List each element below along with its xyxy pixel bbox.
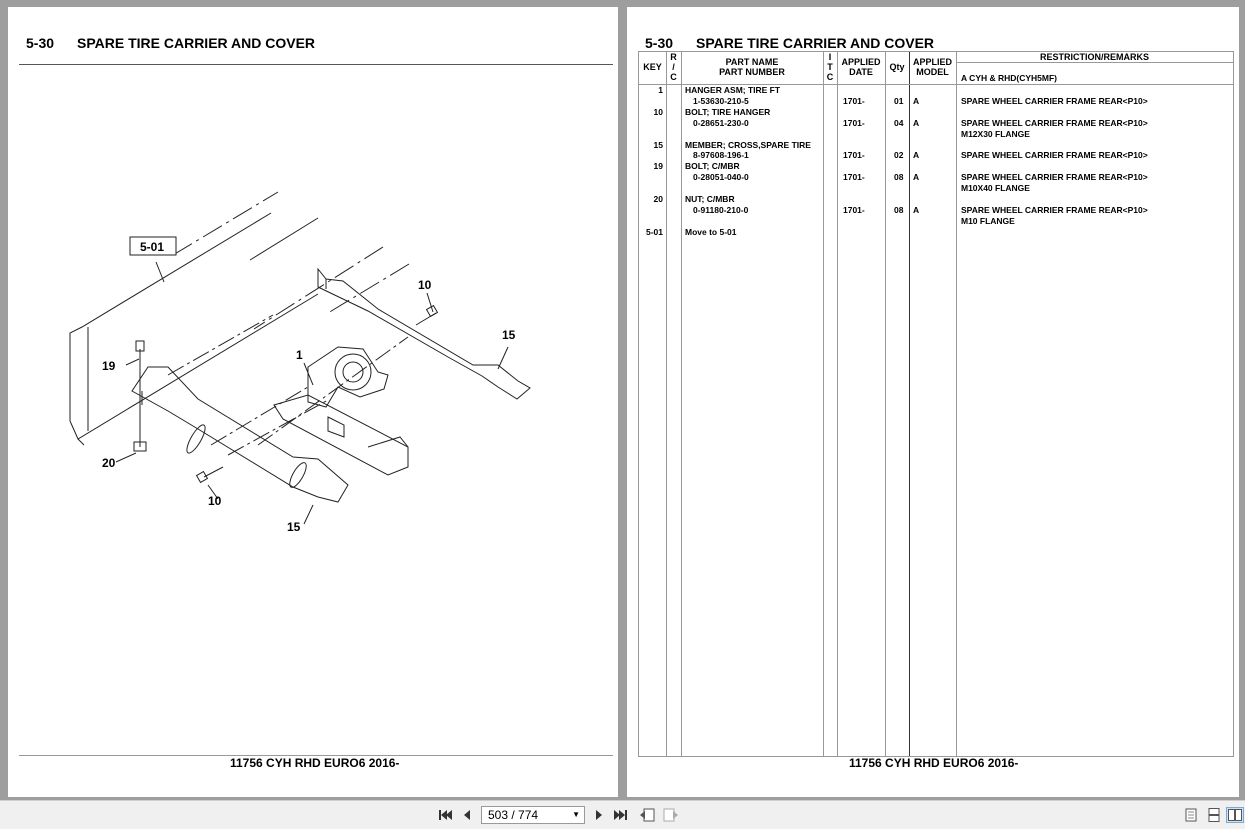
first-page-icon <box>439 810 452 820</box>
viewer-toolbar: 503 / 774 ▼ <box>0 800 1245 829</box>
next-view-icon <box>663 808 678 822</box>
row-remarks-2: M10 FLANGE <box>961 216 1015 226</box>
cross-member-left <box>131 366 349 503</box>
left-page-footer: 11756 CYH RHD EURO6 2016- <box>230 756 400 770</box>
row-part-name: BOLT; TIRE HANGER <box>685 107 771 117</box>
row-part-number: 8-97608-196-1 <box>693 150 749 160</box>
section-number: 5-30 <box>26 35 55 51</box>
row-key: 1 <box>658 85 663 95</box>
row-key: 10 <box>653 107 663 117</box>
row-qty: 04 <box>894 118 904 128</box>
row-qty: 08 <box>894 205 904 215</box>
row-part-number: 0-28051-040-0 <box>693 172 749 182</box>
left-page: 5-30 SPARE TIRE CARRIER AND COVER <box>8 7 618 797</box>
row-remarks-2: M10X40 FLANGE <box>961 183 1030 193</box>
page-number-select[interactable]: 503 / 774 ▼ <box>481 806 585 824</box>
row-remarks: SPARE WHEEL CARRIER FRAME REAR<P10> <box>961 172 1148 182</box>
callout-20: 20 <box>102 456 116 470</box>
next-page-icon <box>596 810 602 820</box>
section-title: SPARE TIRE CARRIER AND COVER <box>77 35 316 51</box>
facing-view-icon <box>1228 809 1242 821</box>
facing-view-button[interactable] <box>1226 807 1244 823</box>
row-part-name: Move to 5-01 <box>685 227 737 237</box>
next-view-button[interactable] <box>662 807 680 823</box>
header-rc: R/C <box>670 52 677 82</box>
row-part-name: BOLT; C/MBR <box>685 161 740 171</box>
row-key: 5-01 <box>645 227 663 237</box>
callout-19: 19 <box>102 359 116 373</box>
row-key: 15 <box>653 140 663 150</box>
row-qty: 08 <box>894 172 904 182</box>
row-qty: 01 <box>894 96 904 106</box>
row-qty: 02 <box>894 150 904 160</box>
last-page-icon <box>614 810 627 820</box>
section-number: 5-30 <box>645 35 674 51</box>
row-remarks: SPARE WHEEL CARRIER FRAME REAR<P10> <box>961 150 1148 160</box>
row-model: A <box>913 205 920 215</box>
callout-15-left: 15 <box>287 520 301 534</box>
row-part-name: NUT; C/MBR <box>685 194 735 204</box>
previous-page-icon <box>464 810 470 820</box>
row-model: A <box>913 118 920 128</box>
left-page-header: 5-30 SPARE TIRE CARRIER AND COVER <box>26 35 315 51</box>
row-part-number: 0-28651-230-0 <box>693 118 749 128</box>
row-model: A <box>913 96 920 106</box>
footer-rule <box>19 755 613 756</box>
row-applied-date: 1701- <box>843 150 865 160</box>
row-model: A <box>913 172 920 182</box>
row-applied-date: 1701- <box>843 118 865 128</box>
previous-page-button[interactable] <box>458 807 476 823</box>
single-page-view-icon <box>1185 808 1197 822</box>
callout-10-top: 10 <box>418 278 432 292</box>
previous-view-icon <box>640 808 655 822</box>
header-remarks: RESTRICTION/REMARKS <box>1039 52 1149 62</box>
page-indicator: 503 / 774 <box>488 808 539 822</box>
row-model: A <box>913 150 920 160</box>
single-page-view-button[interactable] <box>1182 807 1200 823</box>
last-page-button[interactable] <box>612 807 630 823</box>
dropdown-arrow-icon: ▼ <box>572 810 580 819</box>
header-qty: Qty <box>889 62 905 72</box>
frame-rail-outline <box>69 212 319 440</box>
header-key: KEY <box>643 62 662 72</box>
right-page-header: 5-30 SPARE TIRE CARRIER AND COVER <box>645 35 934 51</box>
tire-hanger <box>307 346 389 408</box>
callout-15-right: 15 <box>502 328 516 342</box>
next-page-button[interactable] <box>590 807 608 823</box>
row-remarks-2: M12X30 FLANGE <box>961 129 1030 139</box>
right-page-footer: 11756 CYH RHD EURO6 2016- <box>849 756 1019 770</box>
callout-ref-5-01: 5-01 <box>140 240 164 254</box>
row-part-name: MEMBER; CROSS,SPARE TIRE <box>685 140 811 150</box>
row-applied-date: 1701- <box>843 205 865 215</box>
row-part-number: 0-91180-210-0 <box>693 205 749 215</box>
row-applied-date: 1701- <box>843 172 865 182</box>
exploded-parts-diagram: 5-01 10 15 1 19 20 10 15 <box>69 191 531 534</box>
continuous-view-icon <box>1208 808 1220 822</box>
row-part-number: 1-53630-210-5 <box>693 96 749 106</box>
row-part-name: HANGER ASM; TIRE FT <box>685 85 781 95</box>
row-applied-date: 1701- <box>843 96 865 106</box>
right-page: 5-30 SPARE TIRE CARRIER AND COVER KEY R/C… <box>627 7 1239 797</box>
header-remarks-sub: A CYH & RHD(CYH5MF) <box>961 73 1058 83</box>
previous-view-button[interactable] <box>638 807 656 823</box>
section-title: SPARE TIRE CARRIER AND COVER <box>696 35 935 51</box>
header-rule <box>19 64 613 65</box>
first-page-button[interactable] <box>436 807 454 823</box>
row-key: 19 <box>653 161 663 171</box>
callout-1: 1 <box>296 348 303 362</box>
callout-10-bottom: 10 <box>208 494 222 508</box>
cross-member-right <box>317 267 531 400</box>
row-remarks: SPARE WHEEL CARRIER FRAME REAR<P10> <box>961 205 1148 215</box>
row-remarks: SPARE WHEEL CARRIER FRAME REAR<P10> <box>961 96 1148 106</box>
row-remarks: SPARE WHEEL CARRIER FRAME REAR<P10> <box>961 118 1148 128</box>
row-key: 20 <box>653 194 663 204</box>
continuous-view-button[interactable] <box>1205 807 1223 823</box>
